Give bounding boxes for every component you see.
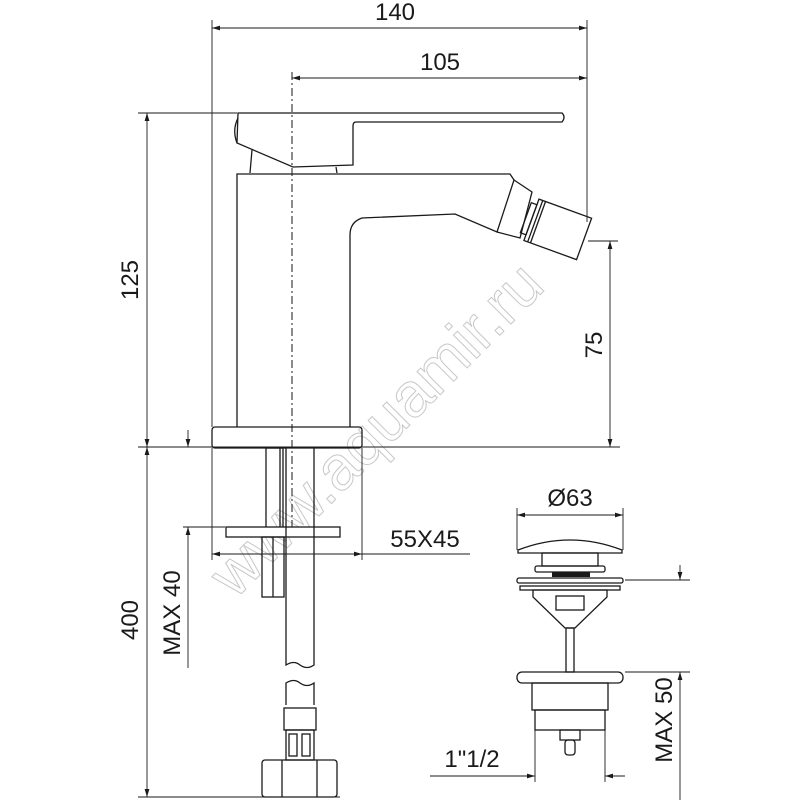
faucet-body	[211, 173, 593, 449]
dimension-105: 105	[292, 49, 587, 81]
dimension-75: 75	[581, 240, 618, 447]
dimension-label: Ø63	[547, 485, 592, 512]
dimension-55x45: 55X45	[211, 448, 470, 560]
dimension-max-40: MAX 40	[159, 430, 225, 668]
dimension-400: 400	[117, 447, 340, 798]
watermark: www.aquamir.ru	[195, 249, 556, 610]
dimension-thread: 1"1/2	[430, 730, 625, 782]
dimension-label: MAX 40	[159, 570, 186, 655]
dimension-125: 125	[117, 112, 620, 448]
flexible-hose	[261, 448, 338, 798]
dimension-label: 1"1/2	[444, 746, 499, 773]
dimension-label: 400	[117, 600, 144, 640]
dimension-label: 140	[375, 0, 415, 26]
faucet-lever	[234, 112, 565, 174]
mounting-hardware	[225, 447, 341, 598]
dimension-label: MAX 50	[651, 677, 678, 762]
dimension-label: 75	[581, 332, 608, 359]
dimension-label: 125	[117, 260, 144, 300]
dimension-max-50: MAX 50	[625, 565, 690, 800]
dimension-label: 55X45	[390, 526, 459, 553]
dimension-label: 105	[420, 49, 460, 76]
dimension-140: 140	[211, 0, 588, 427]
waste-valve	[516, 539, 624, 756]
dimension-diameter-63: Ø63	[516, 485, 624, 550]
